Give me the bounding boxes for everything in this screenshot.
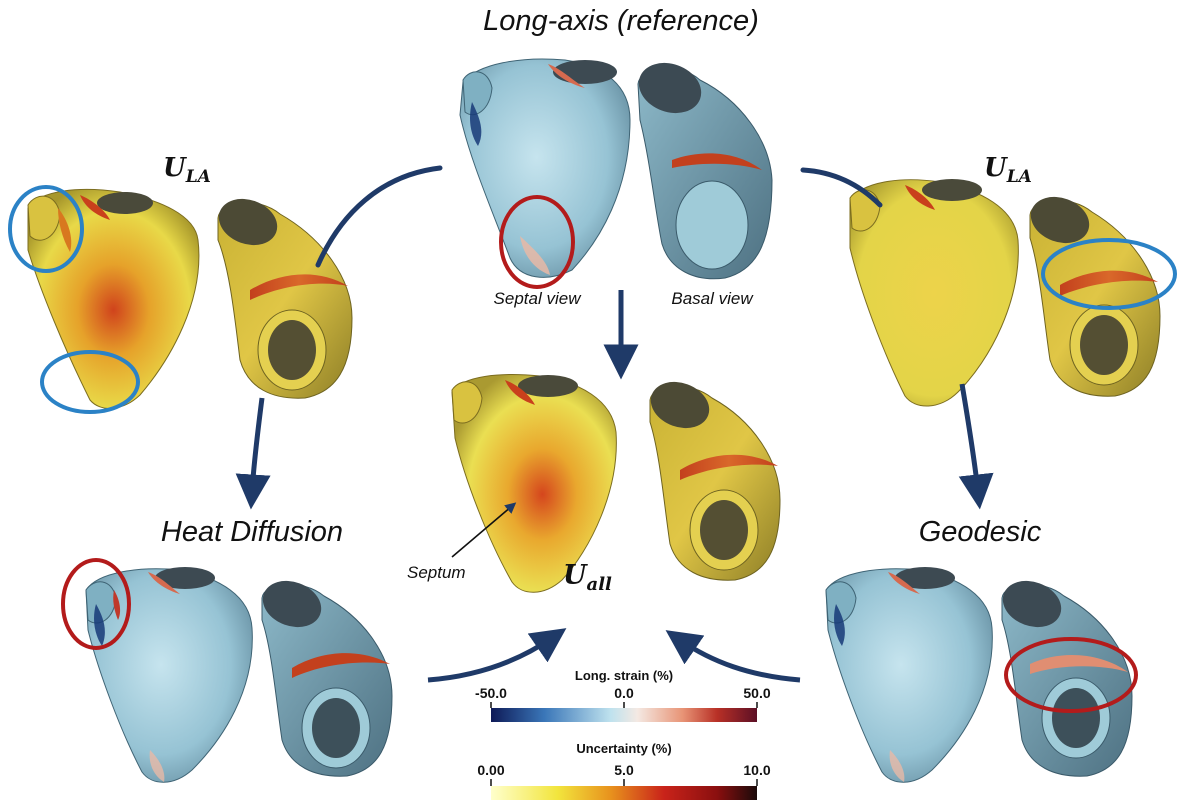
arrow-right-to-geodesic xyxy=(958,383,994,510)
arrow-reference-to-right xyxy=(800,167,883,208)
u-la-left-symbol: ULA xyxy=(163,153,211,187)
arrow-geodesic-to-center xyxy=(665,630,801,683)
strain-tick-min: -50.0 xyxy=(475,685,507,701)
right-septal-uncertainty-view xyxy=(849,179,1019,407)
uncertainty-tick-min: 0.00 xyxy=(477,762,504,778)
septal-apex-red-ring xyxy=(499,195,575,289)
reference-septal-view xyxy=(459,58,631,278)
septum-label: Septum xyxy=(407,563,466,582)
arrow-heat-diffusion-to-center xyxy=(427,628,567,683)
heat-diffusion-basal-strain-view xyxy=(261,580,393,777)
title-geodesic: Geodesic xyxy=(919,516,1042,548)
u-all-symbol: Uall xyxy=(563,560,612,595)
title-heat-diffusion: Heat Diffusion xyxy=(161,516,343,548)
left-basal-uncertainty-view xyxy=(217,198,353,399)
arrow-left-to-heat-diffusion xyxy=(235,397,271,510)
uncertainty-tick-mid: 5.0 xyxy=(614,762,634,778)
uncertainty-tick-max: 10.0 xyxy=(743,762,770,778)
heat-diffusion-red-ring xyxy=(61,558,131,650)
right-basal-blue-ring xyxy=(1041,238,1177,310)
strain-colorbar-gradient xyxy=(491,708,757,722)
center-basal-uncertainty-view xyxy=(649,381,781,581)
uncertainty-colorbar: Uncertainty (%) 0.00 5.0 10.0 xyxy=(477,741,771,800)
strain-tick-max: 50.0 xyxy=(743,685,770,701)
arrow-reference-to-left xyxy=(315,165,443,268)
reference-basal-view xyxy=(637,62,773,280)
left-septal-uncertainty-view xyxy=(27,188,200,409)
title-long-axis-reference: Long-axis (reference) xyxy=(483,5,759,37)
left-atrial-blue-ring xyxy=(8,185,84,273)
u-la-right-symbol: ULA xyxy=(984,153,1032,187)
strain-colorbar-title: Long. strain (%) xyxy=(575,668,673,683)
right-basal-uncertainty-view xyxy=(1029,196,1161,397)
septal-view-label: Septal view xyxy=(494,289,583,308)
septum-pointer-arrow xyxy=(451,502,517,558)
strain-tick-mid: 0.0 xyxy=(614,685,634,701)
left-apex-blue-ring xyxy=(40,350,140,414)
uncertainty-colorbar-title: Uncertainty (%) xyxy=(576,741,671,756)
strain-colorbar: Long. strain (%) -50.0 0.0 50.0 xyxy=(475,668,771,722)
uncertainty-colorbar-gradient xyxy=(491,786,757,800)
center-septal-uncertainty-view xyxy=(451,374,617,593)
heat-diffusion-septal-strain-view xyxy=(85,567,253,783)
geodesic-septal-strain-view xyxy=(825,567,993,783)
geodesic-basal-strain-view xyxy=(1001,580,1133,777)
geodesic-red-ring xyxy=(1004,637,1138,713)
basal-view-label: Basal view xyxy=(671,289,754,308)
